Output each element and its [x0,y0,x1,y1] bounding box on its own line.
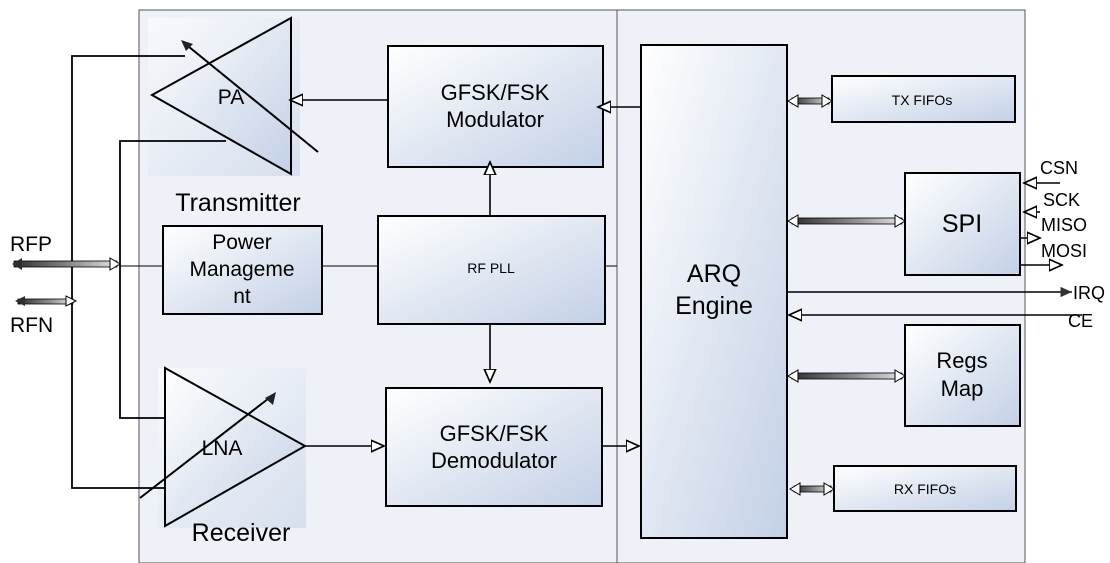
rfp-pin-label: RFP [10,233,52,256]
power-management-label-line2: Manageme [189,258,294,281]
antenna-wires [71,55,617,489]
transmitter-label: Transmitter [175,189,300,217]
tx-fifos-block [831,75,1016,123]
rx-fifos-label: RX FIFOs [894,481,956,497]
tx-fifos-label: TX FIFOs [892,92,953,108]
pa-tuning-arrow [182,41,319,153]
spi-label: SPI [942,210,982,238]
modulator-block [387,45,604,168]
csn-pin-label: CSN [1040,158,1078,178]
lna-tuning-arrowhead [265,392,276,405]
lna-amplifier [164,366,308,528]
ce-pin-label: CE [1068,311,1093,331]
arq-engine-label-line2: Engine [675,292,753,320]
power-management-label-line1: Power [212,231,272,254]
pa-label: PA [218,86,244,109]
lna-label: LNA [202,437,243,460]
receiver-label: Receiver [192,519,291,547]
rf-pll-label: RF PLL [467,260,515,276]
arq-engine-block [640,44,788,539]
demodulator-label-line1: GFSK/FSK [440,421,549,446]
modulator-label-line2: Modulator [446,107,544,132]
sck-pin-label: SCK [1043,190,1080,210]
signal-arrows [290,100,641,446]
demodulator-block [385,387,603,507]
mosi-pin-label: MOSI [1041,241,1087,261]
spi-block [904,172,1021,276]
pa-tuning-arrowhead [181,40,193,51]
rf-pll-block [377,215,606,325]
modulator-label-line1: GFSK/FSK [441,80,550,105]
miso-pin-label: MISO [1041,215,1087,235]
demodulator-label-line2: Demodulator [431,448,557,473]
regs-map-block [904,324,1021,427]
pin-wires [787,183,1082,315]
lna-tuning-arrow [139,394,274,499]
regs-map-label-line1: Regs [936,348,987,373]
rfn-pin-label: RFN [10,314,53,337]
irq-pin-label: IRQ [1073,283,1105,303]
power-management-label-line3: nt [233,285,251,308]
power-management-block [162,225,323,315]
arq-engine-label-line1: ARQ [687,260,741,288]
bus-arrows [12,94,906,496]
regs-map-label-line2: Map [941,376,984,401]
